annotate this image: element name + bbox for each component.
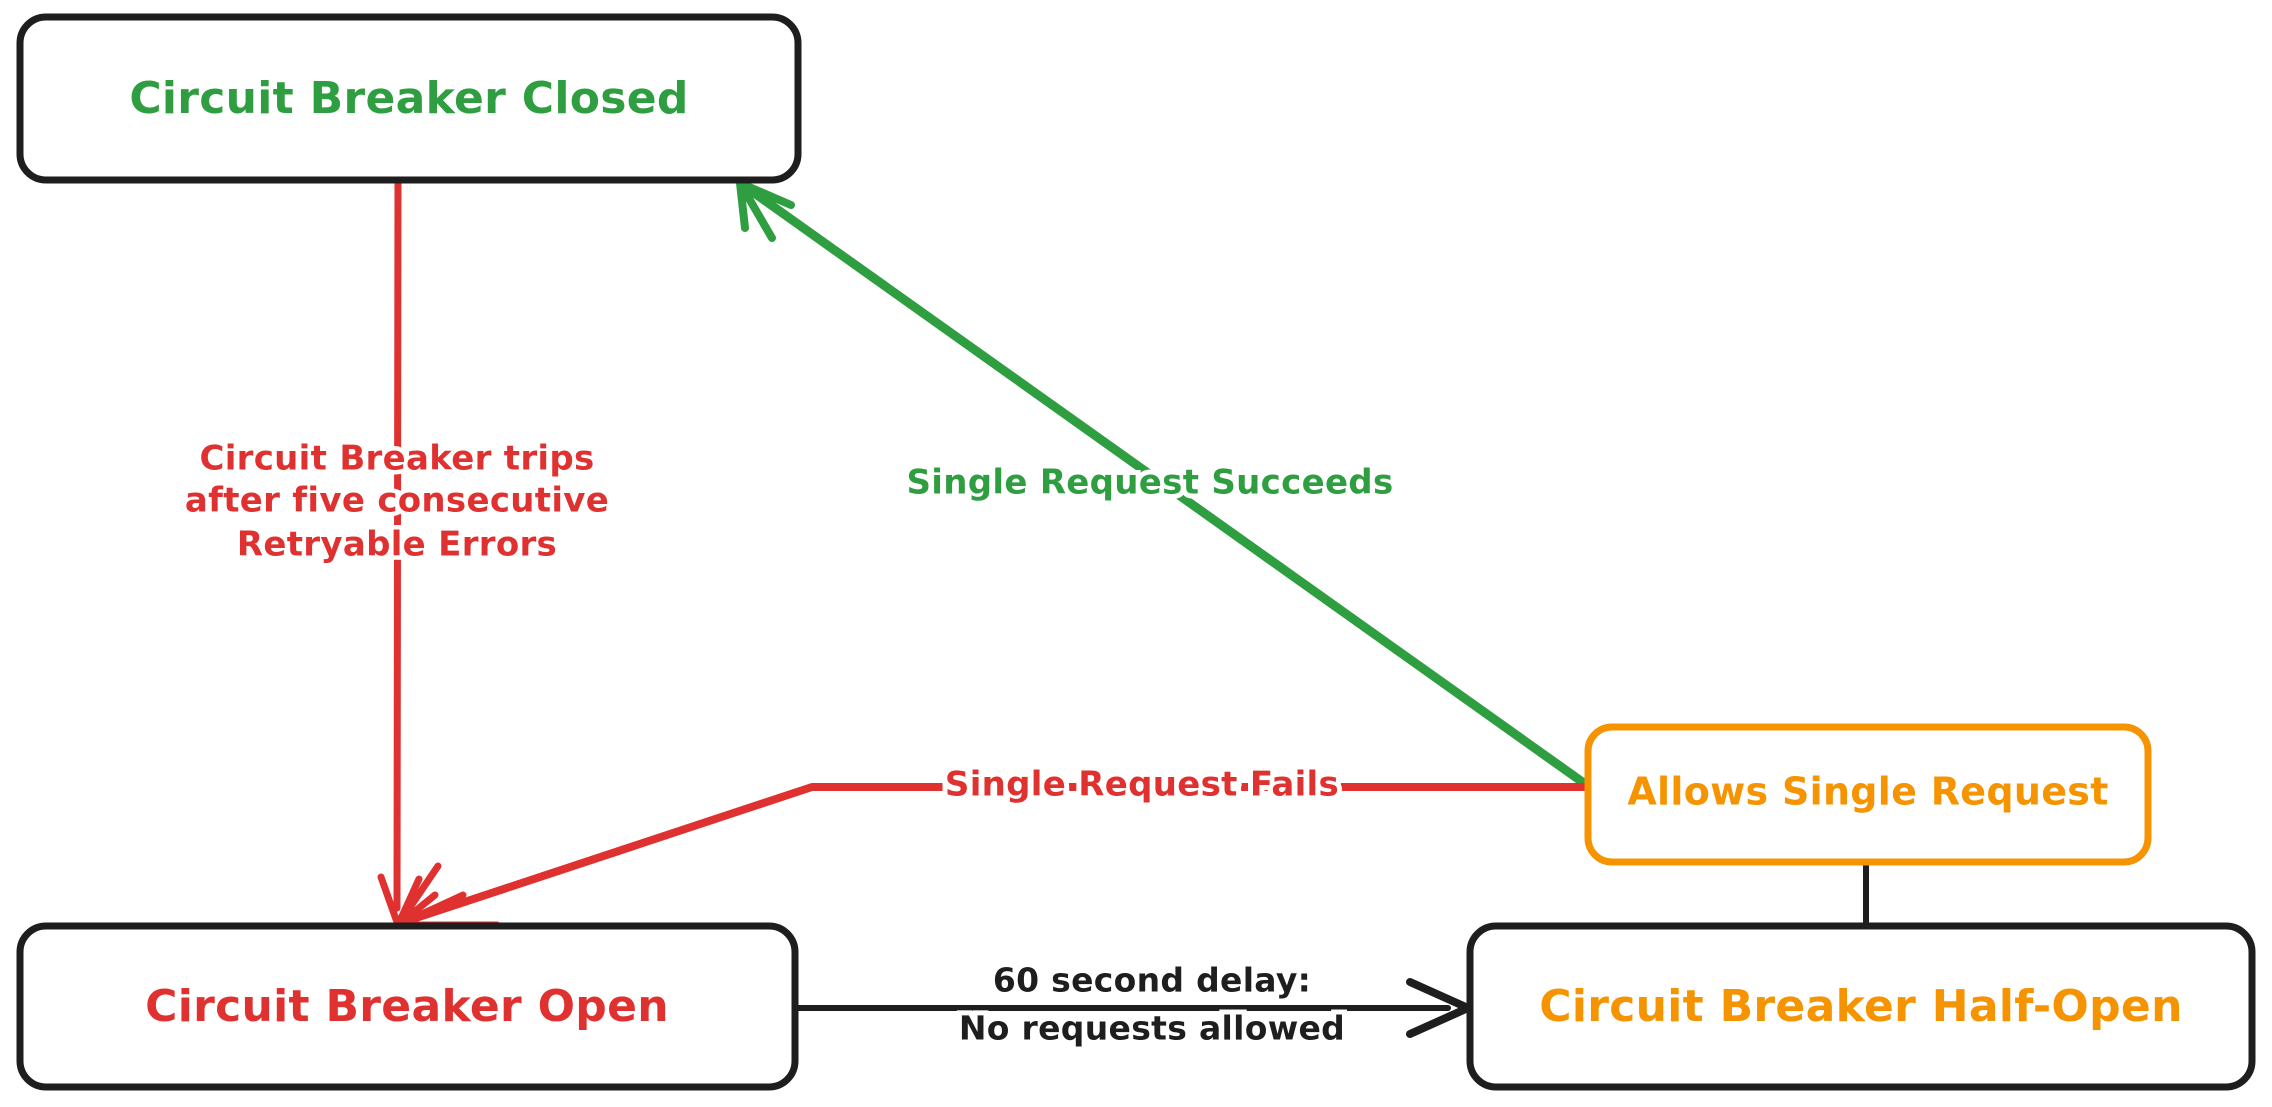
node-circuit-breaker-half-open-label: Circuit Breaker Half-Open xyxy=(1539,981,2182,1032)
edge-label-open-to-half-open-line-2: No requests allowed xyxy=(959,1009,1345,1048)
node-circuit-breaker-open[interactable]: Circuit Breaker Open xyxy=(16,922,799,1091)
edge-allows-single-to-closed xyxy=(736,179,1593,791)
edge-open-to-half-open-arrowhead xyxy=(1406,978,1472,1038)
node-circuit-breaker-half-open[interactable]: Circuit Breaker Half-Open xyxy=(1466,922,2256,1091)
node-circuit-breaker-open-box[interactable] xyxy=(16,922,799,1091)
edge-allows-single-to-closed-arrowhead xyxy=(736,179,795,242)
edge-closed-to-open-line xyxy=(393,177,402,912)
edge-label-closed-to-open-line-2: after five consecutive xyxy=(185,481,609,521)
node-circuit-breaker-closed-box[interactable] xyxy=(16,13,802,184)
node-circuit-breaker-open-label: Circuit Breaker Open xyxy=(145,981,669,1032)
edge-label-allows-single-to-closed: Single Request Succeeds xyxy=(901,458,1398,508)
edge-label-allows-single-to-open-line-1: Single Request Fails xyxy=(945,765,1339,805)
node-allows-single-request-box[interactable] xyxy=(1584,723,2152,866)
edge-label-open-to-half-open-line-1: 60 second delay: xyxy=(993,961,1311,1000)
edge-label-open-to-half-open: 60 second delay: No requests allowed xyxy=(954,956,1350,1053)
edge-allows-single-to-open xyxy=(394,783,1592,929)
edge-label-closed-to-open-line-1: Circuit Breaker trips xyxy=(199,439,594,479)
edge-allows-single-to-open-line xyxy=(406,783,1592,924)
node-circuit-breaker-closed-label: Circuit Breaker Closed xyxy=(129,73,688,124)
edge-allows-single-to-closed-line xyxy=(745,185,1593,791)
edge-open-to-half-open xyxy=(793,978,1472,1038)
edge-label-allows-single-to-open: Single Request Fails xyxy=(940,760,1344,810)
edge-label-closed-to-open-line-3: Retryable Errors xyxy=(237,525,557,565)
node-allows-single-request[interactable]: Allows Single Request xyxy=(1584,723,2152,866)
node-circuit-breaker-closed[interactable]: Circuit Breaker Closed xyxy=(16,13,802,184)
node-circuit-breaker-half-open-box[interactable] xyxy=(1466,922,2256,1091)
node-allows-single-request-label: Allows Single Request xyxy=(1627,770,2108,814)
edge-label-closed-to-open: Circuit Breaker trips after five consecu… xyxy=(180,434,613,569)
edge-label-allows-single-to-closed-line-1: Single Request Succeeds xyxy=(906,463,1393,503)
